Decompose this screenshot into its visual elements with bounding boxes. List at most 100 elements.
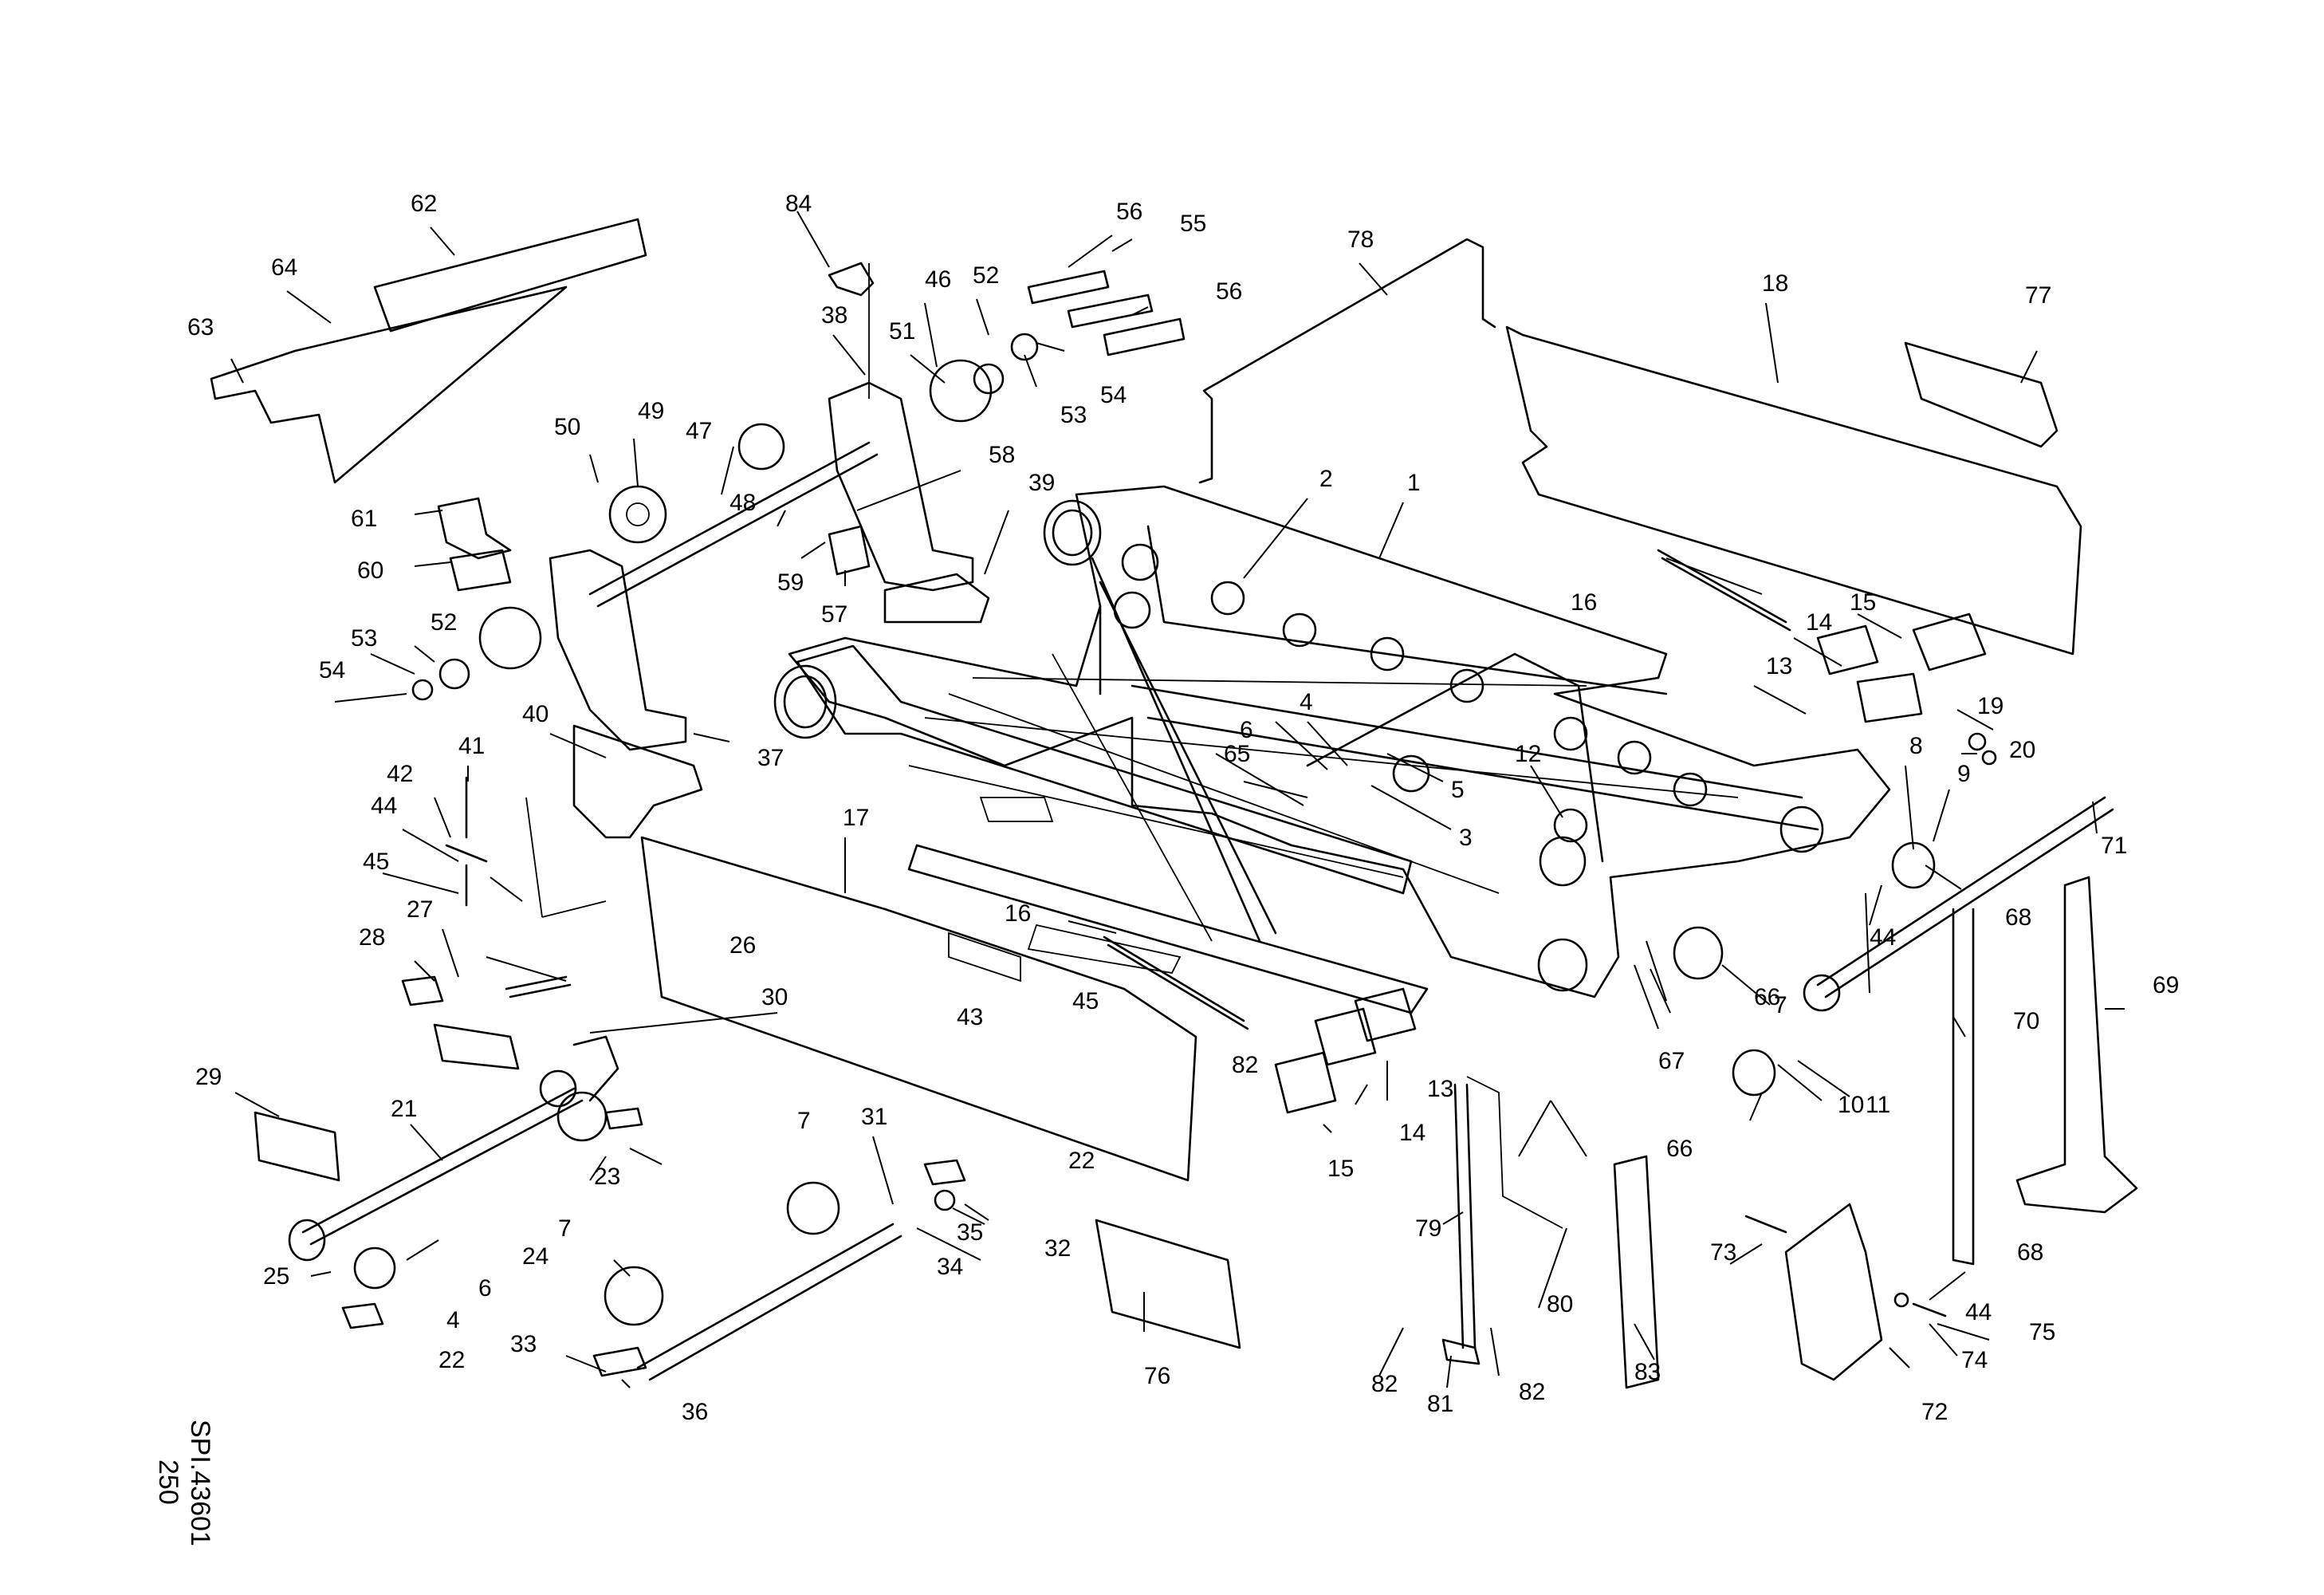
callout-61: 61: [351, 506, 377, 532]
callout-13: 13: [1766, 653, 1792, 679]
callout-59: 59: [777, 569, 804, 596]
callout-30: 30: [761, 984, 788, 1010]
callout-56: 56: [1116, 199, 1142, 225]
callout-26: 26: [729, 932, 756, 959]
callout-51: 51: [889, 318, 915, 345]
callout-67: 67: [1658, 1048, 1685, 1074]
disc-52-left: [478, 606, 542, 670]
gear-49: [608, 485, 667, 544]
callout-37: 37: [757, 745, 784, 771]
disc-46: [929, 359, 993, 423]
callout-6: 6: [478, 1275, 492, 1302]
side-panel-17: [640, 836, 1197, 1182]
callout-55: 55: [1180, 211, 1206, 237]
callout-1: 1: [1407, 470, 1421, 496]
callout-42: 42: [387, 761, 413, 787]
callout-29: 29: [195, 1064, 222, 1090]
arm-21: [301, 1087, 584, 1246]
callout-12: 12: [1515, 741, 1541, 767]
callout-25: 25: [263, 1263, 289, 1290]
strip-83: [1613, 1155, 1660, 1389]
callout-16: 16: [1571, 589, 1597, 616]
callout-50: 50: [554, 414, 580, 440]
callout-31: 31: [861, 1104, 887, 1130]
callout-82: 82: [1519, 1379, 1545, 1405]
callout-8: 8: [1909, 733, 1923, 759]
callout-54: 54: [319, 657, 345, 683]
cover-62: [373, 218, 647, 333]
callout-11: 11: [1866, 1092, 1890, 1118]
callout-7: 7: [797, 1108, 811, 1134]
callout-75: 75: [2029, 1319, 2055, 1345]
callout-7: 7: [558, 1215, 572, 1242]
callout-17: 17: [843, 805, 869, 831]
callout-66: 66: [1666, 1136, 1693, 1162]
callout-13: 13: [1427, 1076, 1453, 1102]
callout-57: 57: [821, 601, 847, 628]
callout-83: 83: [1634, 1359, 1661, 1385]
callout-73: 73: [1710, 1239, 1736, 1266]
callout-66: 66: [1754, 984, 1780, 1010]
callout-34: 34: [937, 1254, 963, 1280]
callout-36: 36: [682, 1399, 708, 1425]
callout-28: 28: [359, 924, 385, 951]
callout-53: 53: [351, 625, 377, 652]
callout-16: 16: [1005, 900, 1031, 927]
callout-77: 77: [2025, 282, 2051, 309]
callout-68: 68: [2005, 904, 2031, 931]
side-panel-18: [1505, 325, 2082, 656]
callout-70: 70: [2013, 1008, 2039, 1034]
cover-64: [210, 286, 568, 484]
callout-45: 45: [1072, 988, 1099, 1014]
plate-77: [1904, 341, 2059, 448]
callout-45: 45: [363, 849, 389, 875]
callout-56: 56: [1216, 278, 1242, 305]
callout-18: 18: [1762, 270, 1788, 297]
callout-53: 53: [1060, 402, 1087, 428]
callout-7: 7: [1774, 992, 1787, 1018]
callout-82: 82: [1371, 1371, 1398, 1397]
callout-52: 52: [431, 609, 457, 636]
box-76: [1095, 1219, 1241, 1349]
leader-lines: [230, 211, 2125, 1388]
callout-72: 72: [1921, 1399, 1948, 1425]
callout-82: 82: [1232, 1052, 1258, 1078]
callout-81: 81: [1427, 1391, 1453, 1417]
callout-68: 68: [2017, 1239, 2043, 1266]
callout-4: 4: [446, 1307, 460, 1333]
stand-69: [2015, 876, 2138, 1214]
tube-71: [1816, 796, 2114, 998]
callout-3: 3: [1459, 825, 1473, 851]
callout-19: 19: [1977, 693, 2004, 719]
callout-44: 44: [1965, 1299, 1992, 1325]
callout-21: 21: [391, 1096, 417, 1122]
callout-84: 84: [785, 191, 812, 217]
callout-22: 22: [1068, 1148, 1095, 1174]
callout-23: 23: [594, 1164, 620, 1190]
callout-38: 38: [821, 302, 847, 329]
shaft-47: [588, 441, 879, 608]
callout-64: 64: [271, 254, 297, 281]
callout-22: 22: [438, 1347, 465, 1373]
callout-62: 62: [411, 191, 437, 217]
callout-4: 4: [1300, 689, 1313, 715]
callout-74: 74: [1961, 1347, 1988, 1373]
callout-6: 6: [1240, 717, 1253, 743]
callout-43: 43: [957, 1004, 983, 1030]
callout-71: 71: [2101, 833, 2127, 859]
bracket-37: [549, 549, 687, 751]
sheet-number: 250: [153, 1459, 183, 1505]
callout-35: 35: [957, 1219, 983, 1246]
callout-65: 65: [1224, 741, 1250, 767]
callout-52: 52: [973, 262, 999, 289]
bracket-72: [1784, 1203, 1883, 1381]
spring-26: [505, 975, 572, 998]
axle-34: [636, 1223, 902, 1381]
callout-24: 24: [522, 1243, 549, 1270]
drawing-code: SPI.43601: [185, 1420, 215, 1546]
callout-9: 9: [1957, 761, 1971, 787]
callout-32: 32: [1044, 1235, 1071, 1262]
callout-15: 15: [1327, 1156, 1354, 1182]
